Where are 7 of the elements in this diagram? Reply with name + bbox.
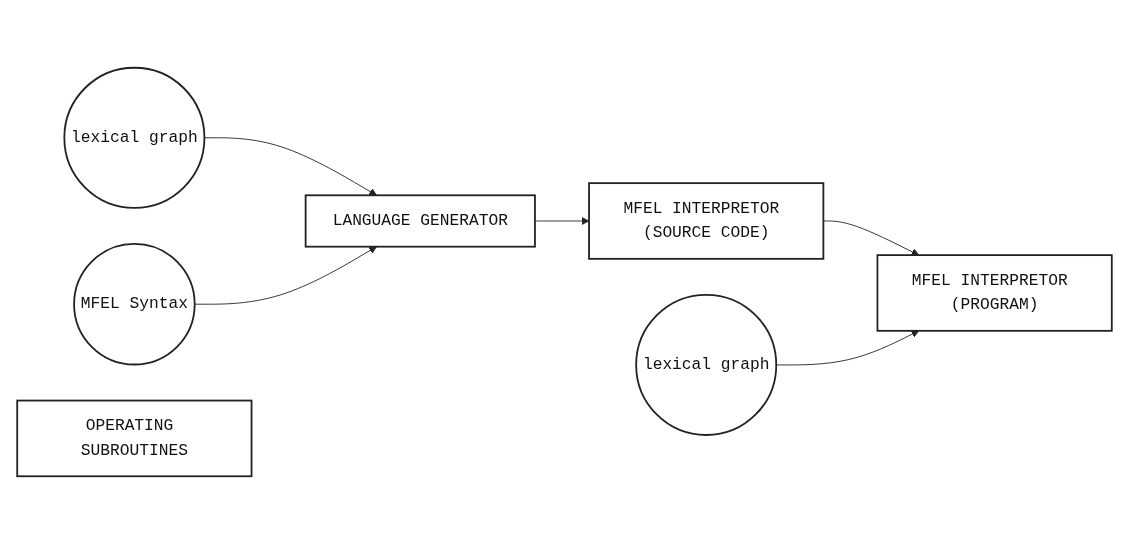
node-circle: lexical graph [635, 294, 778, 436]
node-circle: lexical graph [63, 66, 206, 209]
node-box: MFEL INTERPRETOR (SOURCE CODE) [588, 182, 825, 260]
node-box: MFEL INTERPRETOR (PROGRAM) [876, 254, 1113, 332]
node-circle: MFEL Syntax [73, 243, 196, 366]
node-box: LANGUAGE GENERATOR [304, 194, 536, 248]
node-box: OPERATING SUBROUTINES [16, 399, 253, 478]
